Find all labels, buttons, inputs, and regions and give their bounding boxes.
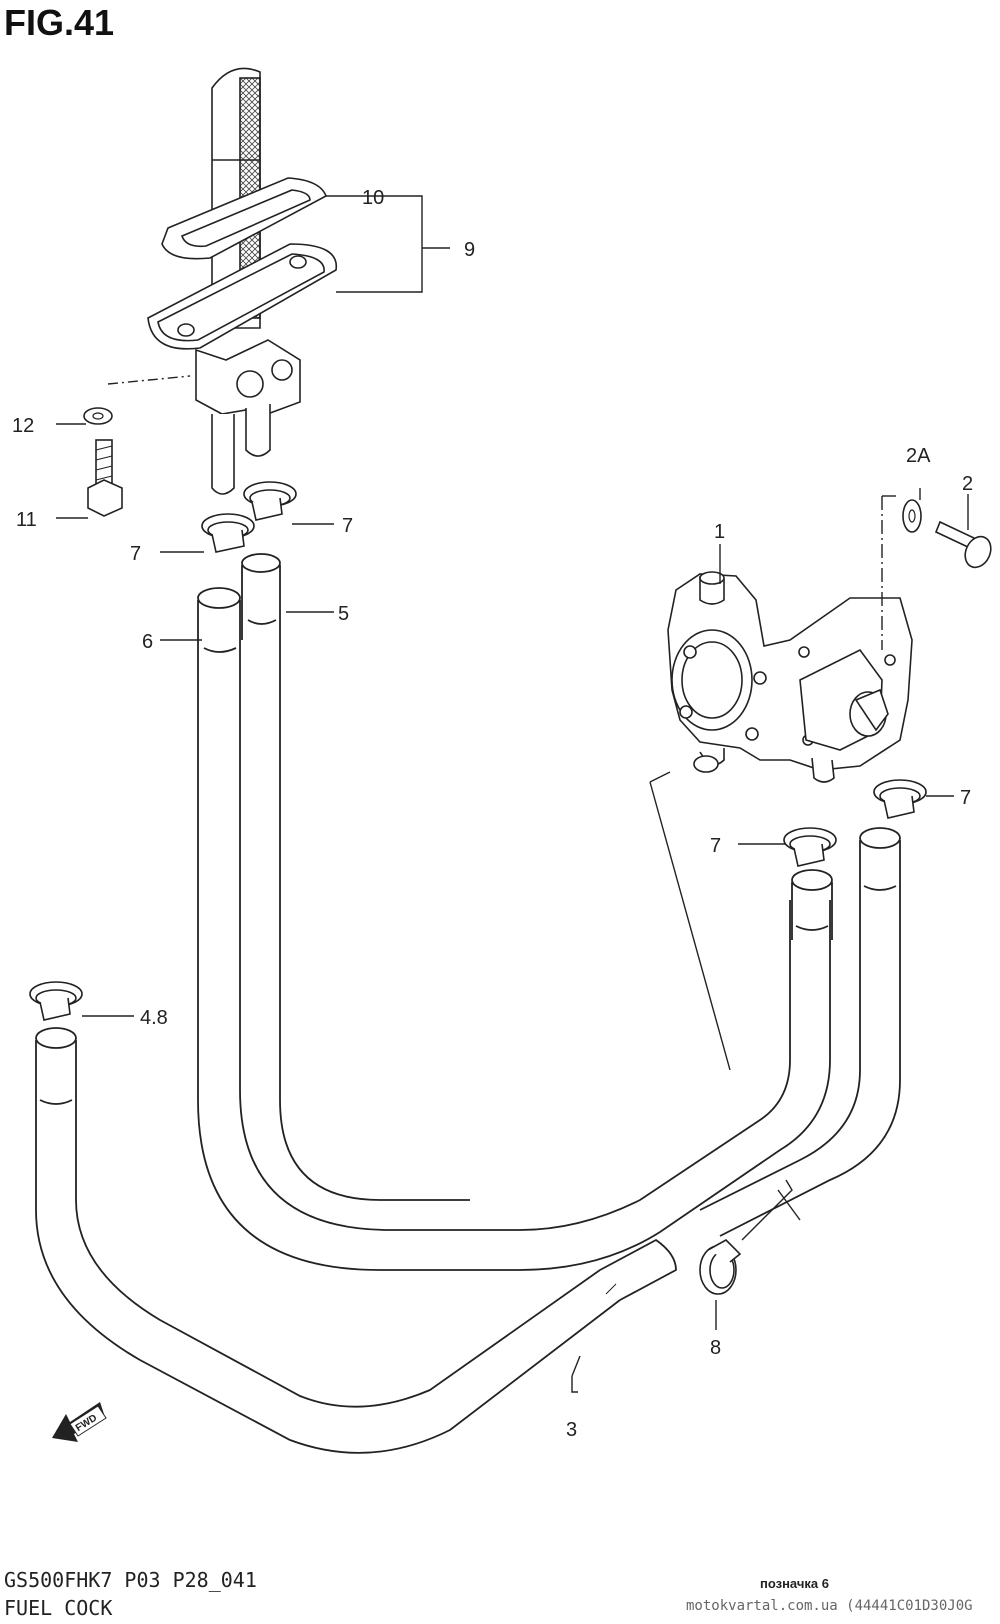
clamp-part-7-right-lower — [783, 827, 837, 867]
bolt-part-11 — [87, 439, 123, 517]
callout-10: 10 — [362, 187, 384, 209]
callout-9: 9 — [464, 239, 475, 261]
hose-part-6 — [197, 587, 831, 1271]
callouts: 10 9 12 11 7 7 5 6 1 2A 2 7 7 4.8 8 3 — [12, 187, 973, 1441]
callout-11: 11 — [16, 509, 37, 531]
forward-arrow: FWD — [52, 1402, 107, 1442]
callout-2A: 2A — [906, 445, 931, 467]
callout-3: 3 — [566, 1419, 577, 1441]
callout-7-left: 7 — [130, 543, 141, 565]
clamp-part-7-lower — [201, 513, 255, 553]
model-code: GS500FHK7 P03 P28_041 — [4, 1568, 257, 1592]
callout-7-upper: 7 — [342, 515, 353, 537]
watermark-text: motokvartal.com.ua (44441C01D30J0G — [686, 1598, 973, 1614]
clamp-part-7-right-upper — [873, 779, 927, 819]
callout-5: 5 — [338, 603, 349, 625]
callout-8: 8 — [710, 1337, 721, 1359]
screw-part-2 — [934, 520, 992, 569]
callout-7-right-upper: 7 — [960, 787, 971, 809]
callout-2: 2 — [962, 473, 973, 495]
callout-4-8: 4.8 — [140, 1007, 168, 1029]
leader-lines — [56, 195, 969, 1393]
fuel-pump-part-1 — [667, 571, 913, 783]
callout-6: 6 — [142, 631, 153, 653]
clamp-part-4-8 — [29, 981, 83, 1021]
figure-title: FIG.41 — [4, 2, 115, 43]
hose-part-3 — [35, 1027, 677, 1454]
fuel-cock-body — [147, 67, 338, 495]
callout-7-right-lower: 7 — [710, 835, 721, 857]
clamp-part-8 — [699, 1239, 742, 1295]
note-label: позначка 6 — [760, 1576, 829, 1591]
hose-part-5 — [241, 553, 901, 1237]
callout-1: 1 — [714, 521, 725, 543]
figure-description: FUEL COCK — [4, 1596, 113, 1620]
clamp-part-7-upper — [243, 481, 297, 521]
callout-12: 12 — [12, 415, 34, 437]
